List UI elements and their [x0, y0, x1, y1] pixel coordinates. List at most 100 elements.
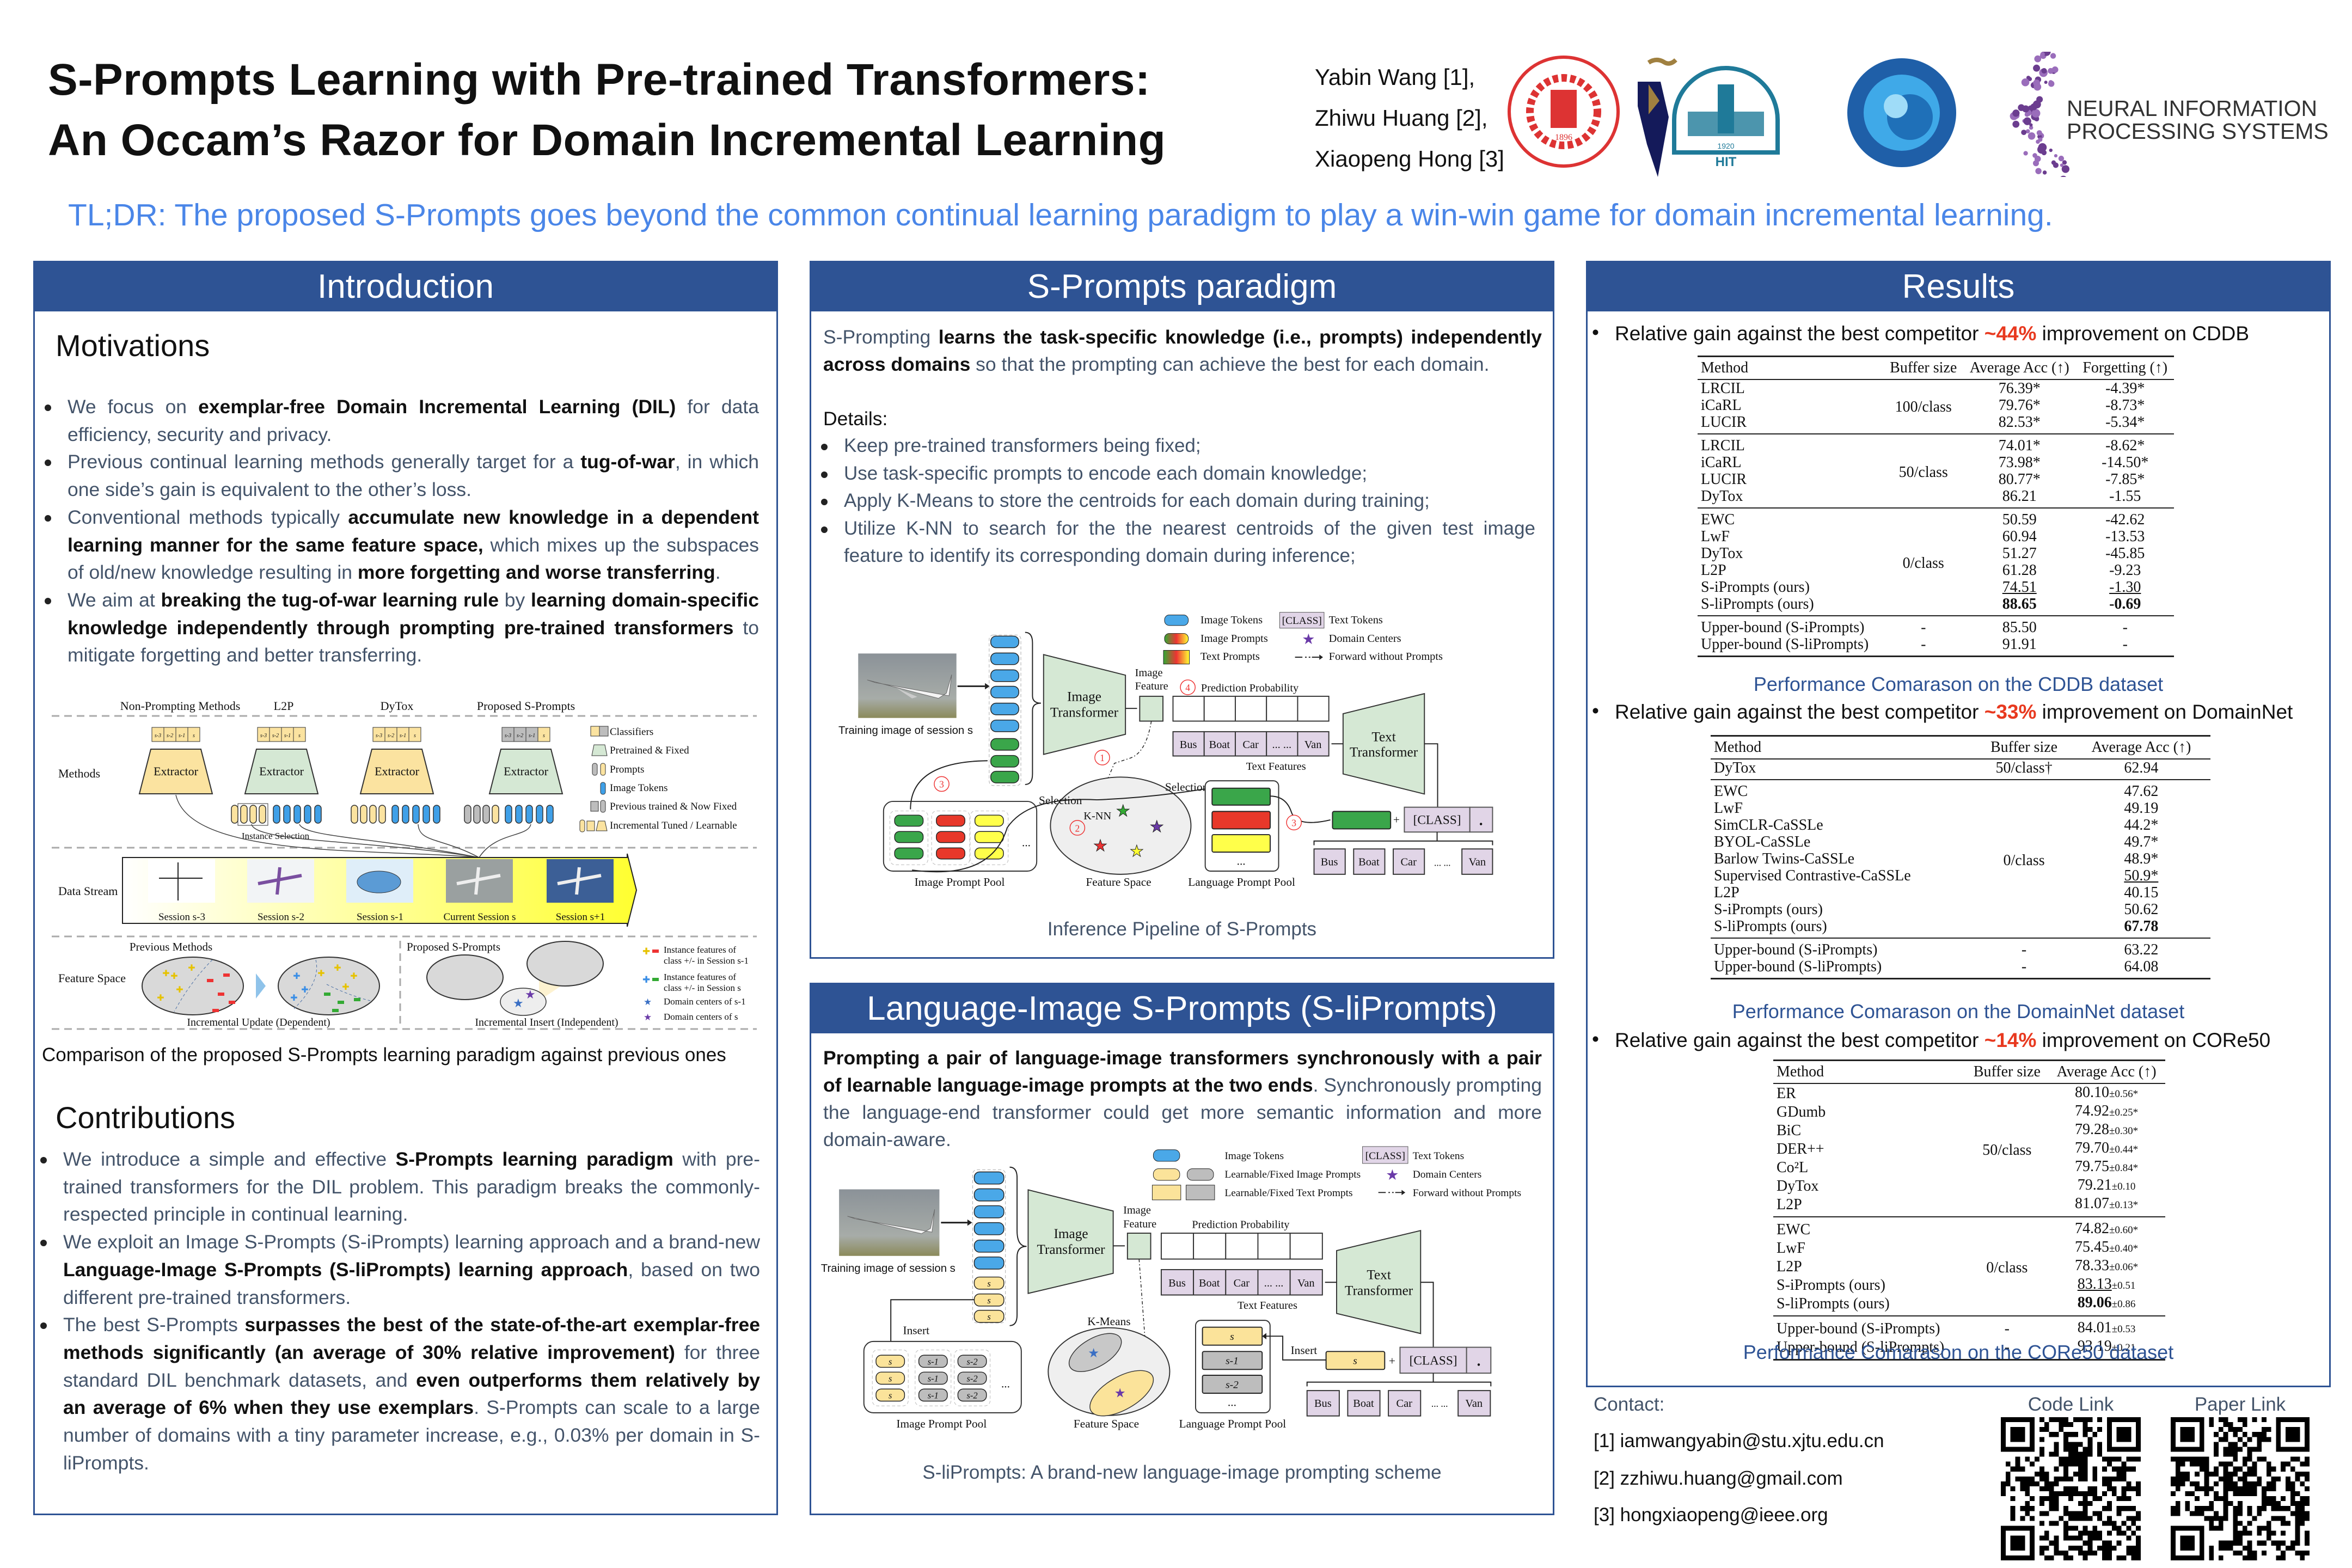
knn-label: K-NN — [1083, 810, 1111, 822]
plus-icon: ✚ — [642, 975, 650, 985]
qr-module — [2078, 1491, 2083, 1497]
qr-module — [2005, 1476, 2011, 1481]
qr-module — [2180, 1461, 2185, 1467]
qr-module — [2300, 1555, 2305, 1560]
method-cell: Upper-bound (S-liPrompts) — [1701, 636, 1869, 653]
fs-legend-2a: Instance features of — [664, 972, 736, 982]
method-cell: iCaRL — [1701, 454, 1742, 471]
qr-module — [2049, 1540, 2054, 1546]
contact-email-1[interactable]: [1] iamwangyabin@stu.xjtu.edu.cn — [1594, 1430, 1884, 1451]
training-image-label: Training image of session s — [821, 1263, 955, 1275]
qr-module — [2063, 1447, 2069, 1452]
contact-email-2[interactable]: [2] zzhiwu.huang@gmail.com — [1594, 1468, 1843, 1489]
qr-module — [2238, 1447, 2243, 1452]
qr-module — [2097, 1535, 2103, 1541]
qr-module — [2063, 1456, 2069, 1462]
class-box — [1347, 1390, 1381, 1417]
qr-module — [2262, 1550, 2267, 1555]
qr-module — [2238, 1491, 2243, 1497]
qr-module — [2295, 1456, 2300, 1462]
qr-module — [2300, 1461, 2305, 1467]
accuracy-value: 67.78 — [2124, 918, 2159, 935]
text-feature-cell — [1160, 1269, 1195, 1296]
pool-prompt — [974, 831, 1004, 843]
plus-icon: ✚ — [162, 969, 169, 978]
qr-module — [2276, 1555, 2281, 1560]
highlight-value: ~44% — [1984, 322, 2037, 345]
contribution-item: We exploit an Image S-Prompts (S-iPrompt… — [30, 1228, 760, 1311]
qr-module — [2073, 1535, 2078, 1541]
method-cell: LwF — [1777, 1239, 1805, 1257]
code-link-qr-code[interactable] — [2001, 1417, 2141, 1560]
method-cell: Upper-bound (S-iPrompts) — [1698, 615, 1884, 636]
qr-module — [2252, 1432, 2257, 1437]
legend-image-prompts: Image Prompts — [1200, 633, 1268, 645]
accuracy-cell: 50.59 — [1962, 507, 2077, 528]
logo-dot — [2037, 145, 2046, 154]
qr-module — [2063, 1506, 2069, 1511]
bold-text: surpasses the best of the state-of-the-a… — [63, 1314, 760, 1363]
accuracy-value: 86.21 — [2002, 488, 2037, 505]
qr-module — [2276, 1476, 2281, 1481]
buffer-size-cell: - — [2004, 1338, 2010, 1356]
qr-module — [2175, 1471, 2180, 1477]
qr-module — [2194, 1461, 2200, 1467]
qr-module — [2266, 1427, 2271, 1432]
accuracy-cell: 74.92±0.25* — [2048, 1102, 2165, 1121]
contact-email-3[interactable]: [3] hongxiaopeng@ieee.org — [1594, 1504, 1828, 1526]
paper-link-qr-code[interactable] — [2171, 1417, 2310, 1560]
token — [546, 805, 554, 824]
probability-cell — [1289, 1233, 1323, 1260]
qr-module — [2175, 1511, 2180, 1516]
qr-module — [2247, 1506, 2252, 1511]
qr-module — [2082, 1501, 2088, 1506]
paradigm-figure-caption: Inference Pipeline of S-Prompts — [1047, 918, 1317, 940]
qr-module — [2223, 1432, 2228, 1437]
qr-module — [2266, 1486, 2271, 1492]
table-row: S-iPrompts (ours)74.51-1.30 — [1698, 579, 2174, 596]
qr-module — [2082, 1516, 2088, 1521]
plus-icon: ✚ — [334, 964, 341, 973]
method-cell: EWC — [1711, 779, 1976, 800]
classifier-label: s-1 — [179, 733, 185, 739]
qr-module — [2054, 1451, 2059, 1457]
qr-module — [2266, 1471, 2271, 1477]
qr-module — [2262, 1427, 2267, 1432]
liprompts-header: Language-Image S-Prompts (S-liPrompts) — [811, 984, 1553, 1033]
comparison-figure-caption: Comparison of the proposed S-Prompts lea… — [42, 1044, 726, 1065]
accuracy-cell: 78.33±0.06* — [2048, 1257, 2165, 1276]
qr-module — [2039, 1471, 2044, 1477]
qr-module — [2257, 1506, 2262, 1511]
qr-module — [2044, 1427, 2049, 1432]
qr-module — [2281, 1540, 2286, 1546]
qr-module — [2087, 1437, 2093, 1442]
qr-module — [2295, 1530, 2300, 1536]
logo-dot — [2060, 175, 2067, 177]
qr-module — [2092, 1486, 2098, 1492]
qr-module — [2092, 1491, 2098, 1497]
accuracy-value: 50.59 — [2002, 511, 2037, 528]
qr-module — [2136, 1491, 2141, 1497]
accuracy-value: 78.33 — [2074, 1257, 2109, 1274]
qr-module — [2126, 1486, 2132, 1492]
qr-module — [2295, 1501, 2300, 1506]
qr-module — [2199, 1511, 2204, 1516]
step-3-marker: 3 — [1291, 818, 1296, 829]
qr-module — [2190, 1481, 2195, 1486]
qr-module — [2295, 1526, 2300, 1531]
qr-module — [2252, 1555, 2257, 1560]
qr-module — [2116, 1476, 2122, 1481]
column-header: Method — [1711, 736, 1976, 759]
token — [351, 805, 358, 824]
qr-module — [2218, 1461, 2224, 1467]
star-icon: ★ — [1088, 1346, 1099, 1361]
qr-module — [2049, 1501, 2054, 1506]
qr-module — [2116, 1466, 2122, 1472]
qr-module — [2073, 1417, 2078, 1423]
qr-module — [2228, 1471, 2233, 1477]
logo-dot — [2054, 154, 2058, 158]
results-panel: Results Relative gain against the best c… — [1586, 261, 2331, 1387]
